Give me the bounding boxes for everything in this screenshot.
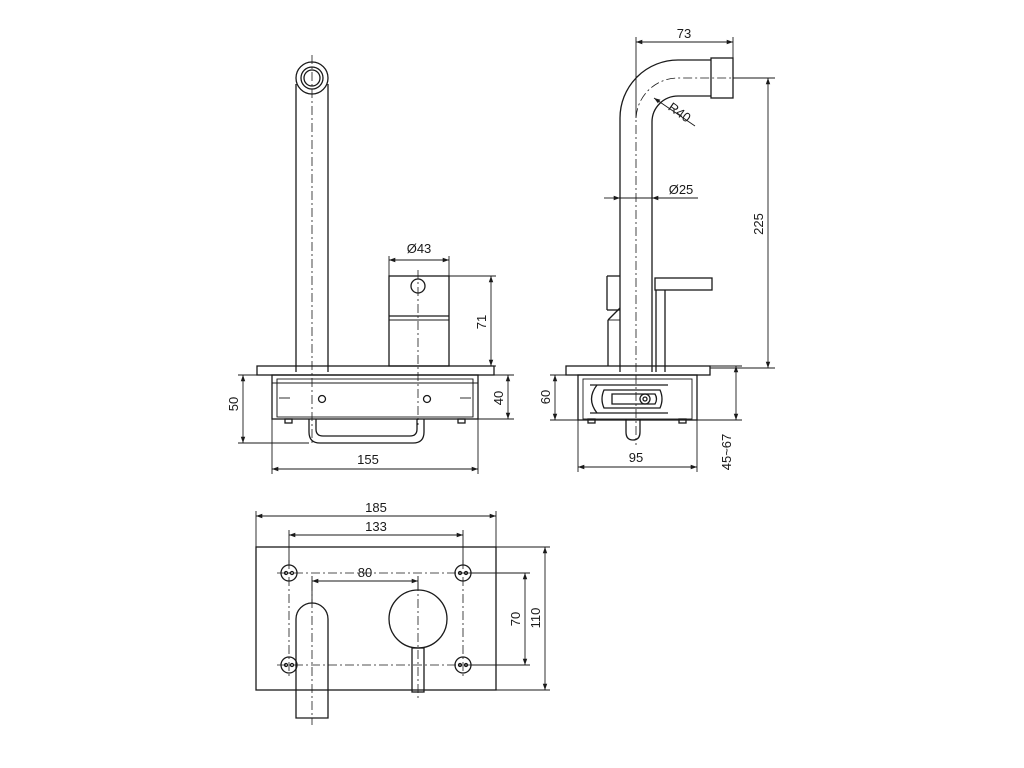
- plate-view: 185 133 80 70 110: [255, 500, 550, 725]
- side-view: 73 R40 Ø25 225 60 95 45~67: [538, 26, 775, 472]
- dim-side-depth: 95: [629, 450, 643, 465]
- dim-side-body-height: 60: [538, 390, 553, 404]
- dim-front-body-height: 40: [491, 391, 506, 405]
- dim-front-width: 155: [357, 452, 379, 467]
- dim-plate-width: 185: [365, 500, 387, 515]
- dim-hole-spacing-horizontal: 133: [365, 519, 387, 534]
- dim-spout-height: 225: [751, 213, 766, 235]
- dim-handle-diameter: Ø43: [407, 241, 432, 256]
- dim-bend-radius: R40: [666, 99, 694, 125]
- dim-spout-to-handle: 80: [358, 565, 372, 580]
- dim-pipe-diameter: Ø25: [669, 182, 694, 197]
- dim-spout-reach: 73: [677, 26, 691, 41]
- dim-front-total-height: 50: [226, 397, 241, 411]
- front-view: Ø43 71 50 40 155: [226, 55, 514, 474]
- dim-handle-height: 71: [474, 315, 489, 329]
- dim-plate-height: 110: [528, 608, 543, 629]
- dim-hole-spacing-vertical: 70: [508, 612, 523, 626]
- dim-wall-depth-range: 45~67: [719, 434, 734, 471]
